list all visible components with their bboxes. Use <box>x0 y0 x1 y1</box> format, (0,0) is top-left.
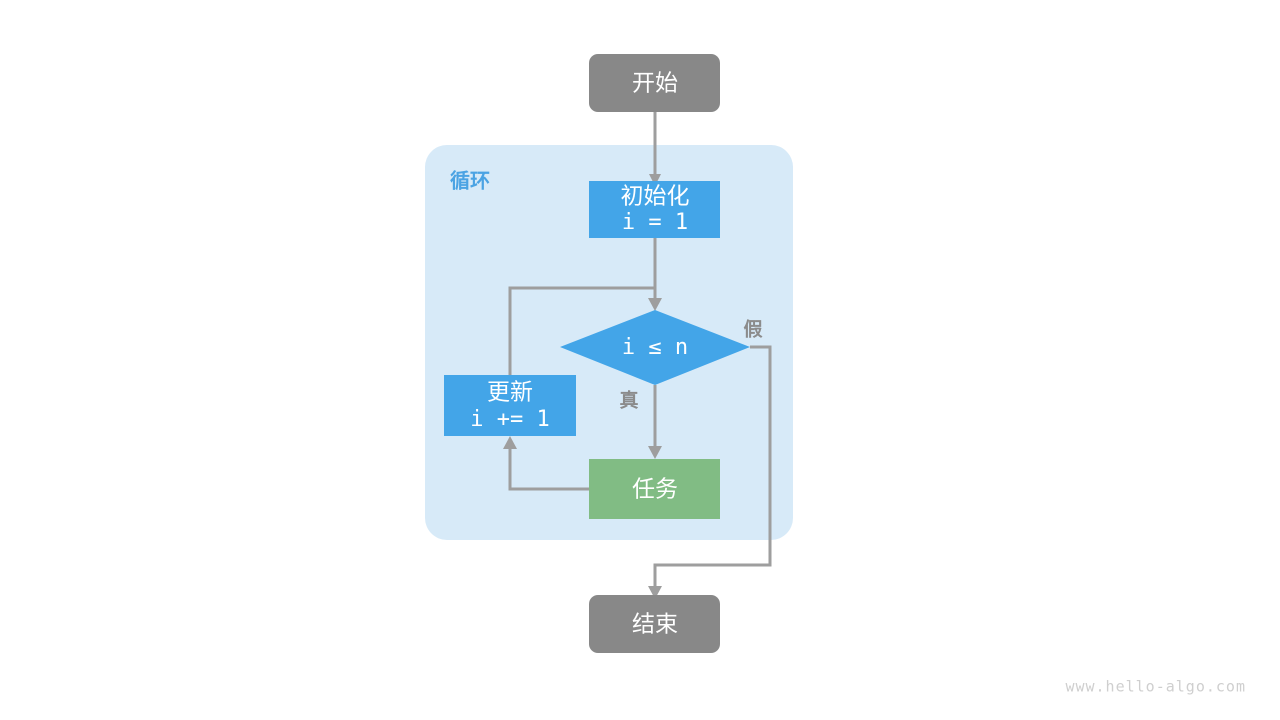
node-condition-shape <box>560 310 750 385</box>
node-init-label-line1: 初始化 <box>621 184 690 210</box>
node-init-shape <box>589 181 720 238</box>
arrowhead-init-to-condition <box>648 298 662 311</box>
node-end[interactable]: 结束 <box>589 595 720 653</box>
node-update-label-line2: i += 1 <box>470 407 549 432</box>
node-condition-label: i ≤ n <box>622 335 688 360</box>
loop-group-label: 循环 <box>450 169 490 193</box>
node-end-label: 结束 <box>632 612 678 638</box>
node-start-label: 开始 <box>632 71 678 97</box>
node-start[interactable]: 开始 <box>589 54 720 112</box>
node-update-shape <box>444 375 576 436</box>
edge-update-to-condition <box>508 286 655 375</box>
watermark: www.hello-algo.com <box>1065 678 1246 696</box>
node-update-label-line1: 更新 <box>487 380 533 406</box>
edge-label-true: 真 <box>619 389 638 412</box>
node-init-label-line2: i = 1 <box>622 210 688 235</box>
arrowhead-start-to-init <box>649 174 661 186</box>
arrowhead-condition-to-end <box>648 586 662 599</box>
node-condition[interactable]: i ≤ n <box>560 310 750 385</box>
node-init[interactable]: 初始化 i = 1 <box>589 181 720 238</box>
edge-condition-to-end <box>653 345 772 593</box>
node-task[interactable]: 任务 <box>589 459 720 519</box>
node-start-shape <box>589 54 720 112</box>
node-task-shape <box>589 459 720 519</box>
node-end-shape <box>589 595 720 653</box>
node-update[interactable]: 更新 i += 1 <box>444 375 576 436</box>
arrowhead-task-to-update <box>503 436 517 449</box>
edge-task-to-update <box>508 443 589 491</box>
arrowhead-condition-to-task <box>648 446 662 459</box>
node-task-label: 任务 <box>632 477 678 503</box>
edge-label-false: 假 <box>743 318 762 341</box>
